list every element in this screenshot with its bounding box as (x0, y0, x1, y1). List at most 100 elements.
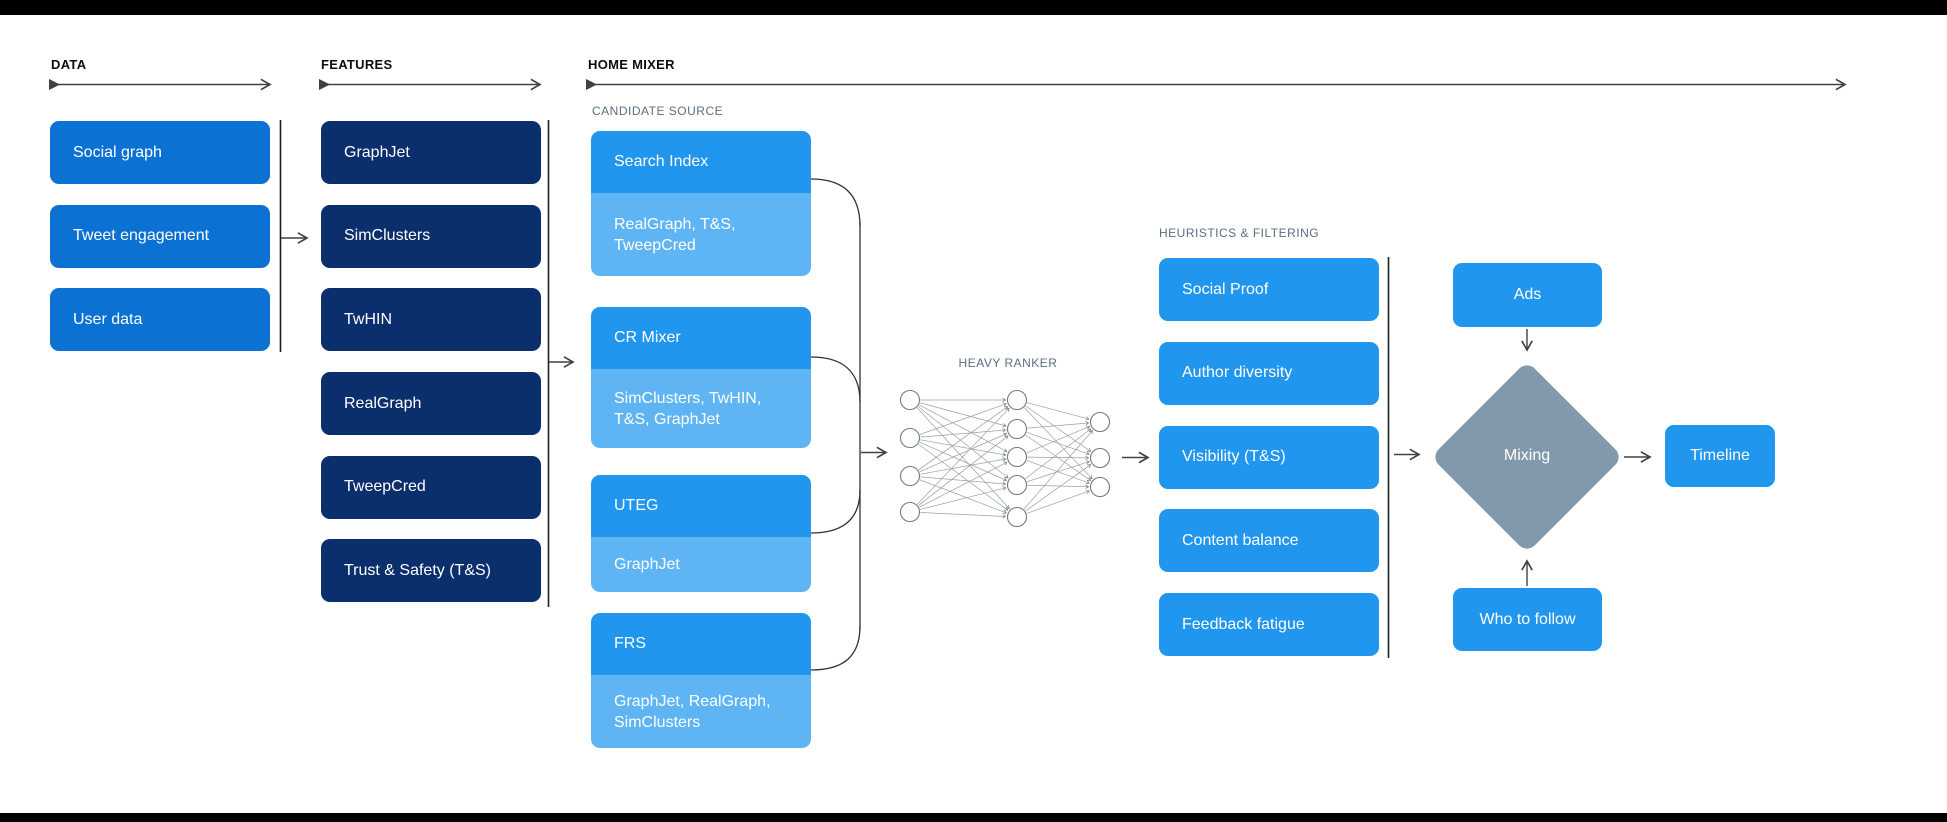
nn-edge (920, 476, 1007, 486)
nn-edge (920, 457, 1007, 475)
curve-search-index (810, 178, 861, 227)
feature-box: GraphJet (321, 121, 541, 184)
timeline-label: Timeline (1690, 447, 1750, 464)
feature-box: Trust & Safety (T&S) (321, 539, 541, 603)
feature-box-label: Trust & Safety (T&S) (344, 561, 491, 579)
nn-node (1089, 447, 1111, 469)
candidate-source-uses: GraphJet (591, 537, 811, 592)
nn-edge (919, 402, 1007, 435)
feature-box-label: RealGraph (344, 394, 422, 412)
candidate-source-uses: RealGraph, T&S, TweepCred (591, 193, 811, 276)
nn-edge (1023, 430, 1093, 510)
data-source-box-label: Tweet engagement (73, 227, 210, 245)
heavy-ranker-network (899, 389, 1111, 528)
nn-edge (919, 441, 1008, 482)
nn-edge (1026, 460, 1090, 483)
curve-uteg (810, 489, 861, 534)
top-letterbox-bar (0, 0, 1947, 15)
heuristic-box: Content balance (1159, 509, 1379, 573)
candidate-source-name: UTEG (591, 475, 811, 537)
features-column-header: FEATURES (321, 57, 393, 72)
nn-edge (920, 512, 1007, 519)
data-source-box: Social graph (50, 121, 270, 184)
nn-node (1006, 418, 1028, 440)
candidate-source-uses: SimClusters, TwHIN, T&S, GraphJet (591, 369, 811, 448)
heuristic-box: Author diversity (1159, 341, 1379, 405)
ads-box: Ads (1453, 263, 1602, 327)
candidate-source-uses: GraphJet, RealGraph, SimClusters (591, 675, 811, 748)
nn-edge (917, 407, 1010, 505)
ads-label: Ads (1513, 286, 1542, 303)
feature-box-label: TwHIN (344, 310, 392, 328)
heuristic-box-label: Content balance (1182, 531, 1299, 549)
mixing-diamond (1435, 365, 1619, 549)
nn-edge (918, 443, 1009, 511)
nn-edge (1027, 421, 1090, 429)
data-source-box: Tweet engagement (50, 204, 270, 268)
nn-node (1089, 476, 1111, 498)
nn-edge (918, 406, 1009, 479)
nn-edge (918, 435, 1009, 506)
nn-edge (1027, 455, 1090, 460)
curve-frs (810, 625, 861, 671)
nn-node (1089, 411, 1111, 433)
data-source-box-label: User data (73, 310, 143, 328)
nn-edge (1027, 402, 1090, 421)
nn-edge (1026, 489, 1090, 514)
nn-node (1006, 474, 1028, 496)
nn-node (899, 501, 921, 523)
nn-edge (919, 461, 1008, 508)
nn-node (899, 389, 921, 411)
mixing-diamond-label: Mixing (1503, 447, 1551, 464)
nn-node (899, 465, 921, 487)
nn-edge (916, 407, 1010, 509)
feature-box: SimClusters (321, 204, 541, 268)
timeline-box: Timeline (1665, 425, 1775, 487)
candidate-source-name: FRS (591, 613, 811, 675)
home-mixer-column-header: HOME MIXER (588, 57, 675, 72)
nn-edge (1025, 405, 1092, 452)
nn-node (1006, 506, 1028, 528)
feature-box-label: GraphJet (344, 143, 410, 161)
nn-node (899, 427, 921, 449)
feature-box: TweepCred (321, 455, 541, 519)
heuristic-box: Feedback fatigue (1159, 593, 1379, 656)
nn-edge (920, 402, 1007, 428)
heuristic-box-label: Visibility (T&S) (1182, 448, 1286, 465)
who-to-follow-box: Who to follow (1453, 588, 1602, 651)
heavy-ranker-label: HEAVY RANKER (958, 356, 1058, 370)
bottom-letterbox-bar (0, 813, 1947, 822)
nn-edge (919, 479, 1007, 514)
curve-cr-mixer (810, 356, 861, 403)
nn-edge (1025, 464, 1092, 512)
feature-box: TwHIN (321, 288, 541, 352)
data-source-box: User data (50, 288, 270, 352)
nn-edge (1027, 484, 1090, 489)
nn-edge (919, 432, 1008, 473)
candidate-source-name: Search Index (591, 131, 811, 193)
feature-box: RealGraph (321, 372, 541, 435)
nn-node (1006, 389, 1028, 411)
nn-edge (1026, 425, 1090, 454)
heuristic-box-label: Author diversity (1182, 364, 1293, 382)
heuristics-filtering-label: HEURISTICS & FILTERING (1159, 226, 1320, 240)
heuristic-box-label: Social Proof (1182, 280, 1269, 298)
nn-edge (1026, 432, 1090, 456)
nn-edge (1025, 428, 1092, 479)
candidate-source-label: CANDIDATE SOURCE (592, 104, 724, 118)
nn-edge (918, 406, 1009, 471)
nn-edge (920, 428, 1007, 438)
nn-edge (919, 404, 1008, 453)
feature-box-label: TweepCred (344, 478, 426, 496)
nn-node (1006, 446, 1028, 468)
feature-box-label: SimClusters (344, 227, 431, 245)
nn-edge (920, 439, 1007, 457)
data-source-box-label: Social graph (73, 143, 162, 161)
heuristic-box: Social Proof (1159, 258, 1379, 321)
data-column-header: DATA (51, 57, 87, 72)
